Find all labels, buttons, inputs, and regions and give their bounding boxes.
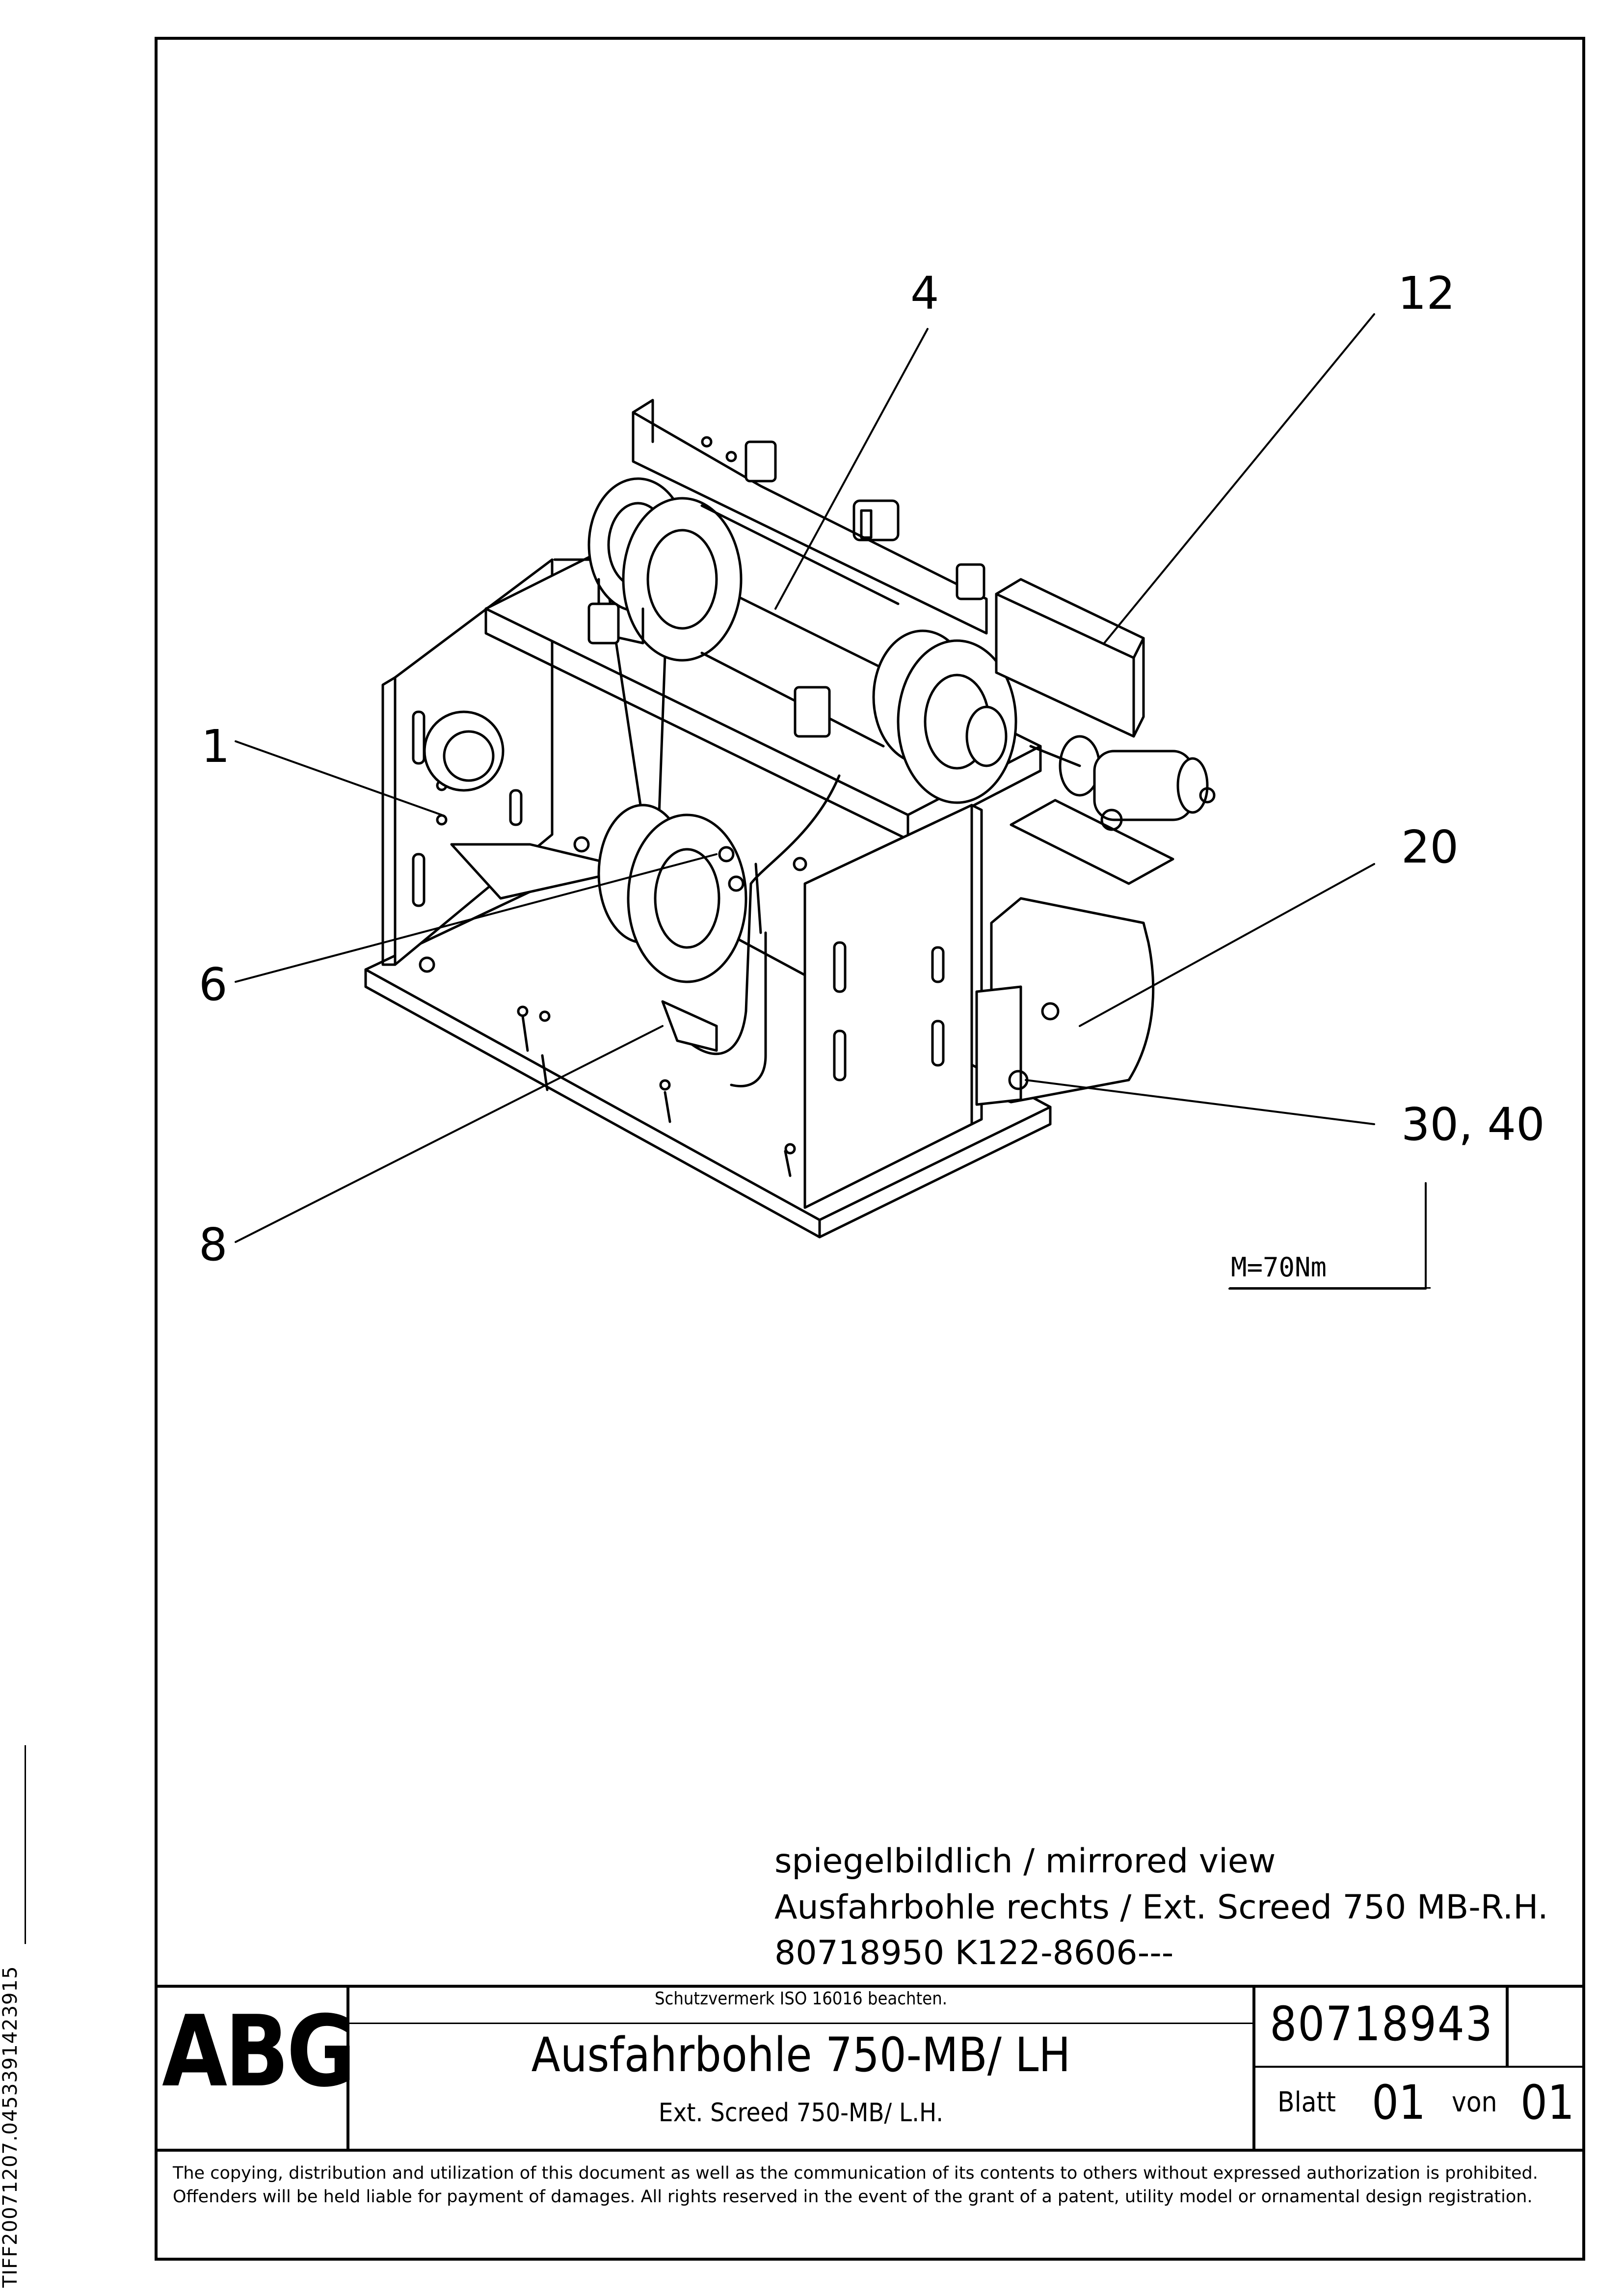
titleblock-logo-divider — [346, 1985, 349, 2150]
callout-4: 4 — [910, 267, 939, 320]
hydraulic-motor — [1010, 735, 1216, 885]
hydraulic-hose — [661, 774, 841, 1087]
titleblock-bottom-rule — [155, 2149, 1585, 2152]
abg-logo: ABG — [162, 1995, 356, 2109]
callout-6: 6 — [199, 958, 228, 1011]
drum-right — [794, 563, 1017, 804]
torque-note: M=70Nm — [1231, 1252, 1327, 1283]
drawing-number: 80718943 — [1270, 1997, 1493, 2052]
callout-30-40: 30, 40 — [1401, 1098, 1545, 1151]
torque-underline — [1229, 1287, 1431, 1289]
titleblock-protect-rule — [346, 2023, 1254, 2024]
leader-lines — [235, 313, 1427, 1290]
drum-left — [587, 440, 900, 748]
guard-plate — [975, 897, 1155, 1106]
callout-8: 8 — [199, 1218, 228, 1271]
titleblock-revision-divider — [1506, 1985, 1509, 2067]
callout-12: 12 — [1398, 267, 1456, 320]
note-right-hand-variant: Ausfahrbohle rechts / Ext. Screed 750 MB… — [774, 1888, 1548, 1927]
note-part-number: 80718950 K122-8606--- — [774, 1934, 1174, 1972]
note-mirrored-view: spiegelbildlich / mirrored view — [774, 1842, 1276, 1881]
drawing-title-german: Ausfahrbohle 750-MB/ LH — [531, 2027, 1071, 2082]
titleblock-top-rule — [155, 1985, 1585, 1988]
protection-note: Schutzvermerk ISO 16016 beachten. — [654, 1989, 948, 2009]
bolts — [419, 710, 807, 1155]
sheet-number: 01 — [1372, 2075, 1426, 2130]
motor-housing — [995, 578, 1145, 738]
drawing-frame — [155, 37, 1585, 2261]
side-rule — [25, 1745, 26, 1944]
titleblock-number-rule — [1252, 2066, 1585, 2068]
callout-20: 20 — [1401, 821, 1459, 873]
of-label: von — [1452, 2086, 1497, 2118]
rear-frame — [632, 399, 988, 635]
copyright-notice: The copying, distribution and utilizatio… — [173, 2163, 1538, 2207]
sheet-label: Blatt — [1277, 2086, 1336, 2118]
sheet-total: 01 — [1520, 2075, 1574, 2130]
callout-1: 1 — [201, 720, 230, 773]
right-side-plate — [803, 804, 983, 1209]
drawing-title-english: Ext. Screed 750-MB/ L.H. — [658, 2098, 944, 2128]
